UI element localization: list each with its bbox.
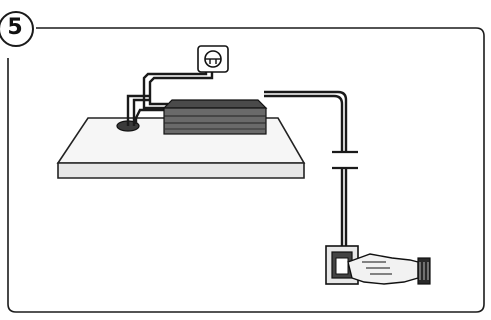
step-circle	[0, 11, 34, 47]
step-number: 5	[7, 15, 23, 40]
hand-icon	[347, 253, 431, 285]
power-cable	[126, 68, 348, 246]
wall-socket-icon	[197, 45, 229, 73]
set-top-box	[162, 99, 268, 135]
frame-border	[7, 27, 485, 313]
